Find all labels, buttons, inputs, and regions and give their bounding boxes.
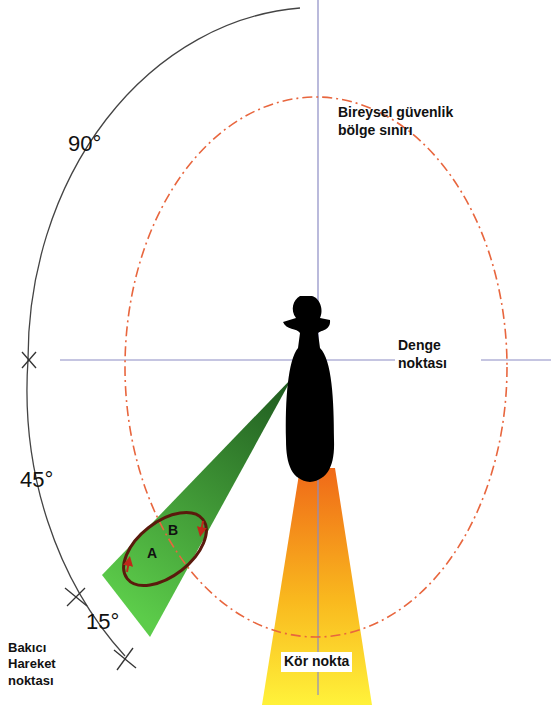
angle-label: 45° <box>20 466 53 494</box>
flight-zone-boundary <box>125 97 507 637</box>
cow-silhouette <box>283 296 334 482</box>
balance-point-label: Denge noktası <box>395 336 481 373</box>
loop-arrow <box>127 561 129 572</box>
handler-movement-loop <box>111 498 220 600</box>
arc-ticks <box>22 352 136 670</box>
position-letter: B <box>168 522 178 540</box>
position-letter: A <box>147 545 157 563</box>
handler-point-label: Bakıcı Hareket noktası <box>8 640 84 689</box>
blind-spot-band <box>262 468 372 705</box>
loop-arrow <box>201 521 203 532</box>
angle-label: 90° <box>68 130 101 158</box>
handler-zone-wedge <box>102 378 292 637</box>
angle-arc <box>27 8 300 656</box>
blind-spot-label: Kör nokta <box>281 652 352 672</box>
zone-boundary-label: Bireysel güvenlik bölge sınırı <box>338 104 456 139</box>
angle-label: 15° <box>86 608 119 636</box>
